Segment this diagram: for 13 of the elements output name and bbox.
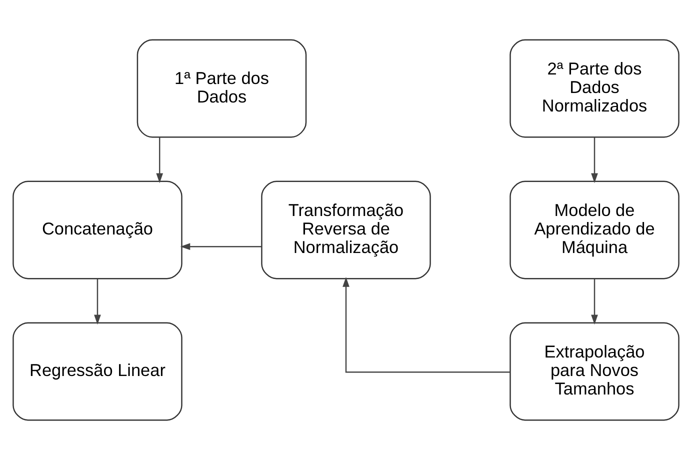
node-box: Extrapolação para Novos Tamanhos (510, 322, 680, 420)
arrow (342, 276, 510, 372)
arrow (591, 278, 598, 324)
node-box: Transformação Reversa de Normalização (261, 180, 431, 279)
node-box: Regressão Linear (12, 322, 182, 420)
arrow (591, 136, 598, 183)
arrow (94, 278, 101, 324)
node-box: 2ª Parte dos Dados Normalizados (510, 38, 680, 138)
arrow (156, 136, 164, 183)
node-box: 1ª Parte dos Dados (136, 38, 307, 138)
node-box: Concatenação (12, 180, 182, 279)
arrow (180, 242, 262, 250)
node-box: Modelo de Aprendizado de Máquina (510, 180, 680, 279)
